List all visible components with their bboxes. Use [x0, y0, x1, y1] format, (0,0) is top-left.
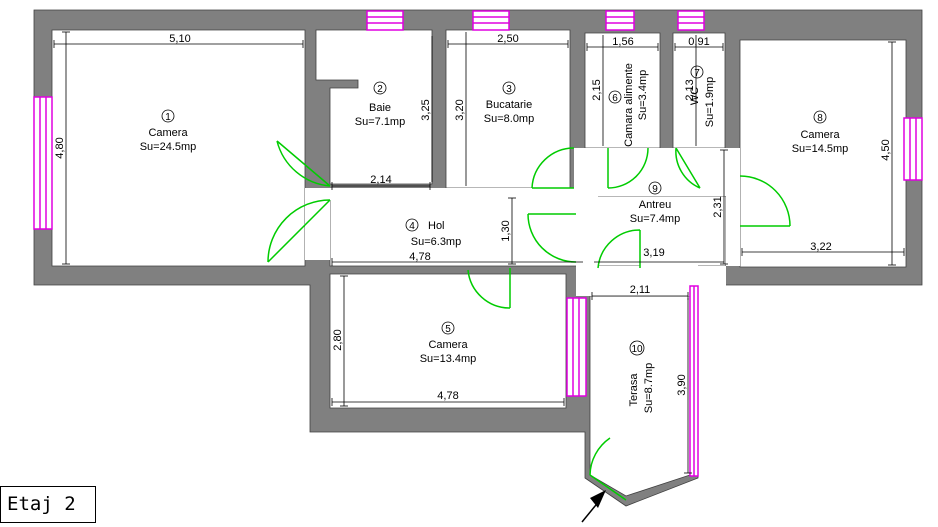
- room-number: 9: [652, 184, 658, 195]
- dim-r4-height: 1,30: [500, 220, 512, 241]
- room-area: Su=8.7mp: [643, 363, 655, 413]
- entrance-arrow: [581, 490, 606, 523]
- window-terasa-right: [689, 285, 699, 477]
- room-number: 5: [445, 324, 451, 335]
- room-name: Antreu: [639, 199, 671, 211]
- dim-r6-width: 1,56: [612, 36, 633, 48]
- door-entrance: [589, 437, 627, 501]
- room-number-badge: [629, 340, 645, 356]
- door-hol-antreu: [527, 213, 577, 263]
- window-top-wc: [677, 10, 705, 31]
- dim-r2-height: 3,25: [420, 99, 432, 120]
- door-camera-1: [267, 199, 331, 263]
- room-number: 6: [612, 93, 618, 104]
- dimension-labels: 5,10 4,80 3,25 2,14 2,50 3,20 1,56 2,15 …: [54, 33, 892, 402]
- room-number: 7: [694, 68, 700, 79]
- room-number-badge: [502, 81, 516, 95]
- door-camera-5: [467, 268, 511, 309]
- interior-floor: [305, 148, 740, 296]
- window-top-camara: [605, 10, 635, 31]
- room-6: 6 Camara alimente Su=3.4mp: [608, 63, 649, 147]
- door-baie: [276, 140, 331, 187]
- room-number-badge: [648, 181, 662, 195]
- room-area: Su=3.4mp: [637, 70, 649, 120]
- room-number-badge: [813, 110, 827, 124]
- room-4: 4 Hol Su=6.3mp: [405, 218, 461, 248]
- door-camara: [607, 147, 649, 189]
- dim-r7-width: 0,91: [688, 36, 709, 48]
- room-number-badge: [608, 90, 622, 104]
- room-name: Camera: [148, 127, 188, 139]
- room-name: Hol: [428, 220, 445, 232]
- room-10: 10 Terasa Su=8.7mp: [628, 340, 655, 413]
- room-number: 8: [817, 113, 823, 124]
- room-number: 10: [631, 344, 643, 355]
- windows: [33, 10, 923, 477]
- dim-r7-height: 2,13: [684, 79, 696, 100]
- dim-r6-height: 2,15: [591, 79, 603, 100]
- door-bucatarie: [531, 147, 575, 189]
- outer-wall: [33, 9, 923, 507]
- room-7: 7 WC Su=1.9mp: [689, 65, 716, 127]
- room-area: Su=13.4mp: [420, 353, 477, 365]
- dim-r8-width: 3,22: [810, 241, 831, 253]
- room-area: Su=7.1mp: [355, 116, 405, 128]
- dim-r4-width: 4,78: [409, 251, 430, 263]
- room-area: Su=14.5mp: [792, 143, 849, 155]
- room-labels: 1 Camera Su=24.5mp 2 Baie Su=7.1mp 3 Buc…: [140, 63, 849, 413]
- dim-r9-height: 2,31: [712, 196, 724, 217]
- door-wc: [675, 147, 701, 189]
- room-name: Baie: [369, 102, 391, 114]
- doors: [267, 140, 791, 501]
- dim-r3-height: 3,20: [454, 99, 466, 120]
- window-top-baie: [366, 10, 404, 31]
- room-name: Camera: [800, 129, 840, 141]
- window-top-bucatarie: [472, 10, 510, 31]
- dim-r5-height: 2,80: [332, 329, 344, 350]
- room-number-badge: [405, 218, 419, 232]
- room-area: Su=7.4mp: [630, 213, 680, 225]
- dim-r9-width: 3,19: [643, 247, 664, 259]
- dim-r3-width: 2,50: [497, 33, 518, 45]
- room-area: Su=1.9mp: [704, 77, 716, 127]
- room-1: 1 Camera Su=24.5mp: [140, 109, 197, 153]
- dimension-lines: [53, 31, 905, 474]
- room-area: Su=8.0mp: [484, 113, 534, 125]
- room-number: 2: [377, 84, 383, 95]
- room-9: 9 Antreu Su=7.4mp: [630, 181, 680, 225]
- room-name: Bucatarie: [486, 99, 532, 111]
- room-name: WC: [689, 87, 701, 105]
- dim-r5-width: 4,78: [437, 390, 458, 402]
- room-number-badge: [161, 109, 175, 123]
- dim-r10-width: 2,11: [630, 284, 651, 296]
- room-number: 1: [165, 112, 171, 123]
- room-3: 3 Bucatarie Su=8.0mp: [484, 81, 534, 125]
- door-camera-8: [739, 175, 791, 227]
- room-number: 4: [409, 221, 415, 232]
- room-name: Camara alimente: [623, 63, 635, 147]
- floor-label: Etaj 2: [0, 486, 96, 523]
- dim-r1-height: 4,80: [54, 137, 66, 158]
- room-number-badge: [441, 321, 455, 335]
- room-name: Terasa: [628, 373, 640, 407]
- walls: [33, 9, 923, 507]
- room-number-badge: [690, 65, 704, 79]
- room-2: 2 Baie Su=7.1mp: [355, 81, 405, 128]
- dim-r2-width: 2,14: [370, 174, 391, 186]
- window-camera-terasa: [566, 297, 587, 397]
- window-right-camera: [903, 117, 923, 181]
- room-5: 5 Camera Su=13.4mp: [420, 321, 477, 365]
- room-area: Su=24.5mp: [140, 141, 197, 153]
- room-area: Su=6.3mp: [411, 236, 461, 248]
- room-number: 3: [506, 84, 512, 95]
- window-left-camera: [33, 96, 53, 230]
- room-number-badge: [373, 81, 387, 95]
- dim-r10-height: 3,90: [676, 374, 688, 395]
- dim-r8-height: 4,50: [880, 139, 892, 160]
- dim-r1-width: 5,10: [169, 33, 190, 45]
- room-name: Camera: [428, 339, 468, 351]
- room-8: 8 Camera Su=14.5mp: [792, 110, 849, 155]
